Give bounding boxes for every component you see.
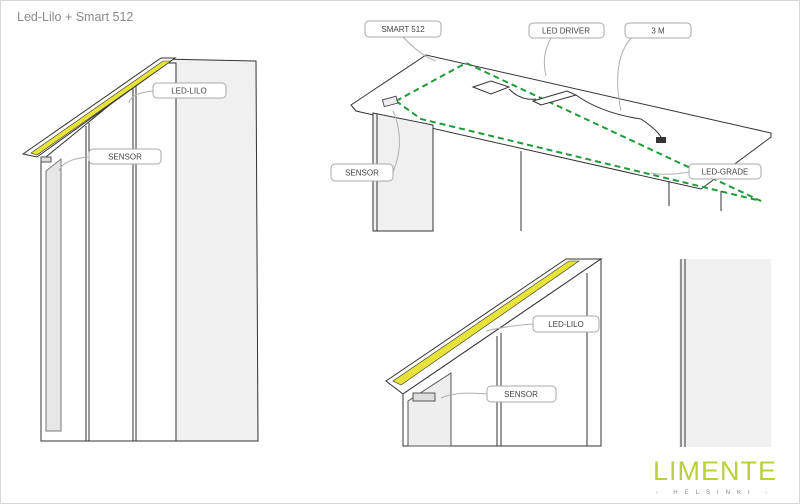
callout-smart512: SMART 512: [364, 20, 442, 62]
callout-label: 3 M: [651, 27, 665, 36]
sensor: [40, 156, 52, 163]
top-cabinet-drawing: [350, 54, 772, 232]
plug: [656, 137, 666, 143]
callout-label: LED-LILO: [171, 87, 207, 96]
callout-3m: 3 M: [617, 22, 692, 112]
callout-bottom-sensor: SENSOR: [440, 385, 557, 403]
callout-left-sensor: SENSOR: [58, 148, 162, 172]
callout-label: SENSOR: [108, 153, 142, 162]
led-grade-outline: [394, 61, 762, 202]
callout-left-led-lilo: LED-LILO: [128, 82, 227, 104]
callout-bottom-led-lilo: LED-LILO: [485, 315, 600, 333]
callout-label: LED-LILO: [548, 320, 584, 329]
callout-label: SENSOR: [345, 169, 379, 178]
smart512-unit: [471, 80, 511, 95]
callout-label: SENSOR: [504, 390, 538, 399]
limente-logo: LIMENTE - HELSINKI -: [653, 455, 777, 497]
sensor: [381, 95, 399, 108]
led-strip: [392, 260, 580, 386]
callout-label: LED-GRADE: [702, 168, 749, 177]
callout-led-grade: LED-GRADE: [650, 163, 762, 180]
led-strip: [30, 60, 172, 156]
callout-label: LED DRIVER: [542, 27, 590, 36]
diagram-title: Led-Lilo + Smart 512: [17, 10, 134, 24]
bottom-detail-drawing: [385, 258, 771, 447]
sensor: [412, 392, 436, 402]
callout-top-sensor: SENSOR: [330, 110, 400, 182]
logo-subtitle: - HELSINKI -: [655, 490, 775, 496]
logo-brand: LIMENTE: [652, 456, 777, 486]
callout-label: SMART 512: [381, 25, 425, 34]
callout-led-driver: LED DRIVER: [528, 22, 605, 77]
left-wardrobe-drawing: [21, 57, 259, 442]
